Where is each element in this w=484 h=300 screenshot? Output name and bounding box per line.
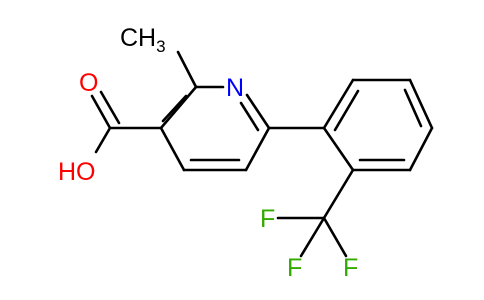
bond-b6-b1: [322, 126, 355, 172]
bond-methyl: [176, 50, 198, 89]
bond-c-f-bottom: [299, 216, 326, 258]
bond-c-oh: [94, 126, 112, 154]
bond-c2-c3-inner: [161, 94, 188, 123]
carbonyl-oxygen-label: O: [79, 69, 98, 97]
benzene-ring: [322, 78, 434, 172]
bond-b1-b2: [322, 78, 355, 130]
bond-c5-c6: [244, 126, 271, 172]
carboxyl-group: [90, 90, 163, 154]
pyridine-ring: [159, 85, 271, 172]
fluorine-left-label: F: [260, 205, 275, 233]
bond-b3-b4: [408, 78, 434, 130]
bond-c-o-double-b: [99, 90, 121, 125]
bond-c6-n-inner: [239, 101, 260, 132]
bond-c-f-right: [322, 216, 348, 258]
bond-c-o-double-a: [90, 94, 112, 130]
bond-c3-c4: [159, 126, 186, 172]
bond-b4-b5: [408, 126, 434, 172]
nitrogen-label: N: [226, 74, 244, 102]
bond-b3-b4-inner: [403, 88, 423, 128]
bond-c2-c3: [159, 85, 198, 130]
hydroxyl-label: HO: [58, 158, 96, 186]
trifluoromethyl-group: [276, 168, 355, 258]
bond-b6-cf3: [322, 168, 355, 220]
bond-c6-n: [245, 93, 271, 130]
fluorine-right-label: F: [343, 254, 358, 282]
fluorine-bottom-label: F: [287, 254, 302, 282]
methyl-label: CH3: [120, 24, 166, 56]
bond-b1-b2-inner: [333, 89, 360, 132]
